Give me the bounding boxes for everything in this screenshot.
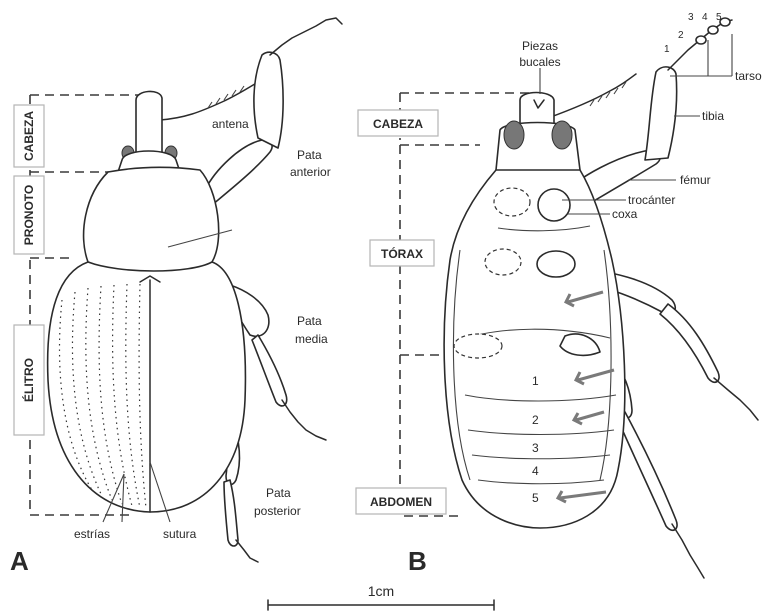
panel-b-segment-4: 4 [532, 464, 539, 478]
panel-b-coxa-label: coxa [612, 207, 638, 221]
panel-a-pata-media-label-1: Pata [297, 314, 322, 328]
panel-b-segment-3: 3 [532, 441, 539, 455]
panel-a-rostrum [136, 91, 162, 158]
panel-b-hind-leg-tibia [618, 412, 677, 530]
panel-b-tarsus-number-4: 4 [702, 12, 708, 23]
scale-bar-label: 1cm [368, 583, 394, 599]
panel-a-hind-leg-tibia [224, 480, 238, 546]
panel-b-tarsus-seg [696, 36, 706, 44]
panel-a-antena-label: antena [212, 117, 249, 131]
panel-b-eye-right [552, 121, 572, 149]
panel-b-tibia-label: tibia [702, 109, 724, 123]
panel-a-cabeza-label: CABEZA [22, 111, 36, 161]
panel-b-antenna-shaft [548, 74, 636, 118]
panel-a-estrias-label: estrías [74, 527, 110, 541]
panel-b-segment-2: 2 [532, 413, 539, 427]
panel-b-segment-1: 1 [532, 374, 539, 388]
panel-b-tarsus-seg [708, 26, 718, 34]
panel-b-piezas-label-1: Piezas [522, 39, 558, 53]
panel-a-front-leg-tarsus [270, 18, 342, 55]
panel-b-middle-leg-tibia [660, 304, 719, 382]
panel-b-front-leg-tibia [645, 67, 677, 160]
panel-a-hind-leg-tarsus [236, 540, 258, 562]
panel-b-piezas-label-2: bucales [519, 55, 560, 69]
panel-b-abdomen-label: ABDOMEN [370, 495, 432, 509]
panel-b-weevil-ventral: 1 2 3 4 5 CABEZA TÓRAX ABDOMEN Piezas bu… [356, 12, 762, 578]
scale-bar-line [268, 600, 494, 610]
panel-b-coxa-left-front [494, 188, 530, 216]
panel-b-tarsus-number-5: 5 [716, 12, 722, 23]
panel-a-pata-anterior-label-1: Pata [297, 148, 322, 162]
panel-a-pata-posterior-label-2: posterior [254, 504, 301, 518]
panel-a-middle-leg-tibia [252, 335, 287, 406]
panel-a-front-leg-femur [205, 140, 272, 205]
panel-b-hind-leg-tarsus [672, 524, 704, 578]
panel-a-middle-leg-tarsus [282, 400, 326, 440]
panel-b-segment-5: 5 [532, 491, 539, 505]
panel-a-elytra [48, 262, 246, 512]
panel-b-femur-label: fémur [680, 173, 711, 187]
panel-b-trocanter-label: trocánter [628, 193, 675, 207]
panel-a-pronotum [84, 167, 219, 272]
panel-a-weevil-dorsal: CABEZA PRONOTO ÉLITRO antena Pata anteri… [10, 18, 342, 576]
panel-b-torax-label: TÓRAX [381, 246, 423, 261]
panel-b-tarsus-number-1: 1 [664, 44, 670, 55]
panel-b-coxa-left-hind [454, 334, 502, 358]
panel-b-eye-left [504, 121, 524, 149]
panel-b-tarso-label: tarso [735, 69, 762, 83]
panel-a-pata-media-label-2: media [295, 332, 328, 346]
panel-a-elitro-label: ÉLITRO [21, 358, 36, 402]
panel-b-tarsus-number-3: 3 [688, 12, 694, 23]
panel-a-pata-posterior-label-1: Pata [266, 486, 291, 500]
panel-b-coxa-right-front [538, 189, 570, 221]
panel-b-cabeza-label: CABEZA [373, 117, 423, 131]
scale-bar: 1cm [268, 583, 494, 610]
panel-b-tarsus-number-2: 2 [678, 30, 684, 41]
panel-b-coxa-right-middle [537, 251, 575, 277]
panel-b-coxa-left-middle [485, 249, 521, 275]
panel-a-sutura-label: sutura [163, 527, 197, 541]
panel-b-letter: B [408, 546, 427, 576]
panel-a-antenna-segments [208, 86, 244, 108]
panel-a-pronoto-label: PRONOTO [22, 185, 36, 245]
panel-a-letter: A [10, 546, 29, 576]
panel-a-front-leg-tibia [254, 52, 283, 148]
panel-b-front-leg-tarsus [668, 20, 732, 70]
panel-b-middle-leg-tarsus [714, 378, 758, 420]
panel-a-pata-anterior-label-2: anterior [290, 165, 331, 179]
